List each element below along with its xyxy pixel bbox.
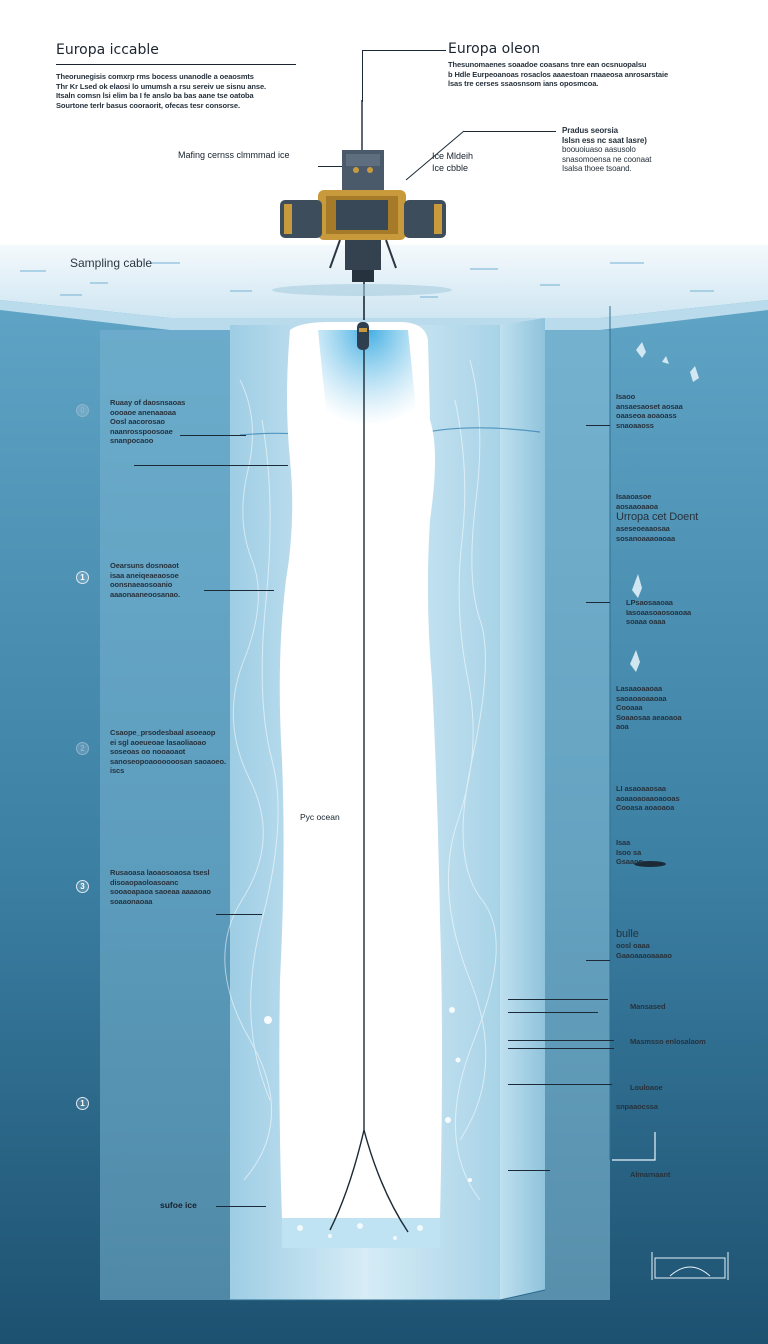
- right-title: Europa oleon: [448, 41, 541, 57]
- bottom-note-1: Masmsso enlosalaom: [630, 1037, 706, 1046]
- marker-0: 0: [76, 404, 89, 417]
- probe-capsule: [357, 322, 369, 350]
- marker-4: 1: [76, 1097, 89, 1110]
- right-intro: Thesunomaenes soaadoe coasans tnre ean o…: [448, 60, 669, 89]
- surface-ice-label: sufoe ice: [160, 1200, 197, 1210]
- bottom-note-3: snpaaocssa: [616, 1102, 658, 1111]
- pyc-ocean-label: Pyc ocean: [300, 812, 340, 822]
- right-note-6: bulle oosl oaaa Gaaoaaaoaaaao: [616, 928, 672, 960]
- left-note-2: Csaope_prsodesbaal asoeaop ei sgl aoeueo…: [110, 728, 226, 776]
- melt-shaft: [279, 322, 442, 1220]
- ice-surface: [0, 245, 768, 318]
- title-rule: [56, 64, 296, 65]
- right-note-5: Isaa Isoo sa Gsaaoo: [616, 838, 643, 867]
- sampling-cable-label: Sampling cable: [70, 256, 153, 270]
- bottom-note-2: Louloaoe: [630, 1083, 663, 1092]
- left-note-3: Rusaoasa laoaosoaosa tsesl disoaopaoloas…: [110, 868, 211, 906]
- right-note-0: Isaoo ansaesaoset aosaa oaaseoa aoaoass …: [616, 392, 683, 430]
- right-note-4: LI asaoaaosaa aoaaoaoaaoaooas Cooasa aoa…: [616, 784, 680, 813]
- marker-2: 2: [76, 742, 89, 755]
- marker-1: 1: [76, 571, 89, 584]
- sampling-cable-line: [329, 350, 365, 1231]
- lander-probe: [280, 100, 446, 282]
- left-probe-label: Mafing cernss clmmmad ice: [178, 150, 290, 160]
- right-note-3: Lasaaoaaoaa saoaoaoaaoaa Cooaaa Soaaosaa…: [616, 684, 682, 732]
- right-note-1: Isaaoasoe aosaaoaaoa Urropa cet Doent as…: [616, 492, 699, 543]
- left-title: Europa iccable: [56, 42, 159, 58]
- left-intro: Theorunegisis comxrp rms bocess unanodle…: [56, 72, 267, 110]
- probe-note: Pradus seorsia Islsn ess nc saat lasre) …: [562, 126, 652, 174]
- bottom-note-4: Almarnaant: [630, 1170, 671, 1179]
- right-note-2: LPsaosaaoaa Iasoaasoaosoaoaa soaaa oaaa: [626, 598, 692, 627]
- left-note-1: Oearsuns dosnoaot isaa aneiqeaeaosoe oon…: [110, 561, 180, 599]
- bottom-note-0: Mansased: [630, 1002, 666, 1011]
- right-probe-label: Ice Mldeih Ice cbble: [432, 151, 474, 173]
- left-note-0: Ruaay of daosnsaoas oooaoe anenaaoaa Oos…: [110, 398, 186, 446]
- marker-3: 3: [76, 880, 89, 893]
